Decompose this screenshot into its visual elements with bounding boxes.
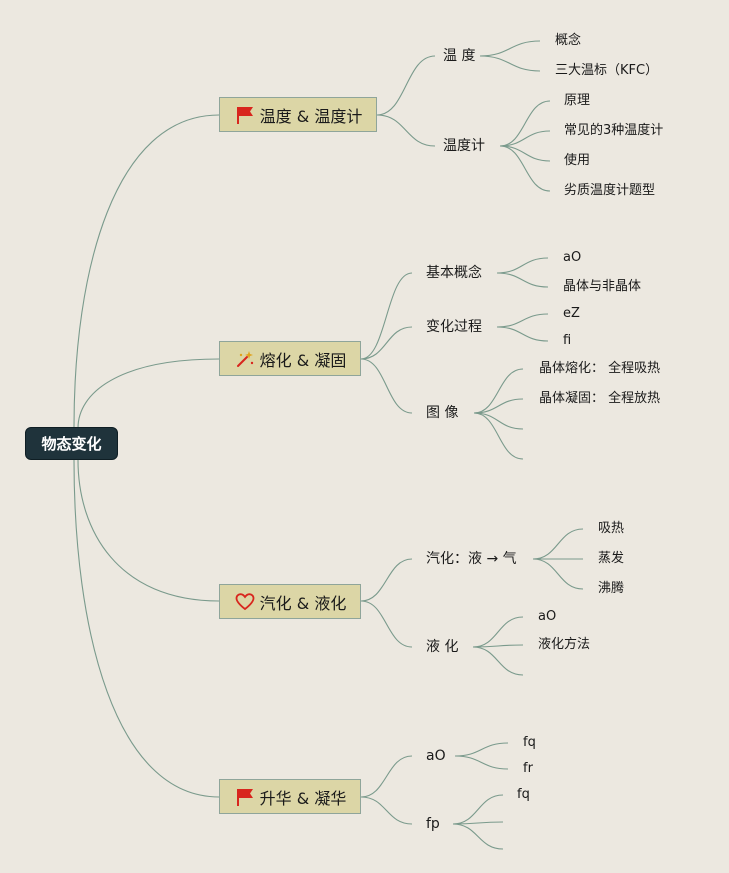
node-basic-concept[interactable]: 基本概念 bbox=[426, 265, 482, 281]
node-ao[interactable]: aO bbox=[426, 748, 446, 764]
connector-line bbox=[472, 616, 524, 648]
connector-line bbox=[473, 368, 524, 414]
connector-line bbox=[360, 558, 413, 602]
leaf-fi[interactable]: fi bbox=[563, 333, 572, 348]
leaf-concept[interactable]: 概念 bbox=[555, 33, 582, 48]
connector-line bbox=[360, 600, 413, 648]
branch-temperature[interactable]: 温度 & 温度计 bbox=[219, 97, 377, 132]
leaf-liquefaction-methods[interactable]: 液化方法 bbox=[538, 637, 591, 652]
connector-line bbox=[496, 313, 549, 328]
connector-line bbox=[496, 272, 549, 288]
connector-line bbox=[472, 646, 524, 676]
branch-label: 升华 & 凝华 bbox=[259, 788, 347, 808]
node-liquefaction[interactable]: 液 化 bbox=[426, 639, 459, 655]
node-temperature[interactable]: 温 度 bbox=[443, 48, 476, 64]
leaf-crystal[interactable]: 晶体与非晶体 bbox=[563, 279, 642, 294]
leaf-ao[interactable]: aO bbox=[538, 609, 557, 624]
leaf-temperature-scales[interactable]: 三大温标（KFC） bbox=[555, 63, 659, 78]
leaf-boiling[interactable]: 沸腾 bbox=[598, 581, 625, 596]
connector-line bbox=[452, 794, 504, 825]
connector-line bbox=[479, 55, 541, 72]
leaf-fr[interactable]: fr bbox=[523, 761, 533, 776]
leaf-fq[interactable]: fq bbox=[517, 787, 530, 802]
branch-label: 熔化 & 凝固 bbox=[259, 350, 347, 370]
connector-line bbox=[473, 412, 524, 430]
connector-line bbox=[360, 358, 413, 414]
leaf-crystal-solidifying[interactable]: 晶体凝固： 全程放热 bbox=[539, 391, 661, 406]
root-connector-line bbox=[77, 459, 220, 602]
connector-line bbox=[499, 100, 551, 147]
leaf-ez[interactable]: eZ bbox=[563, 306, 580, 321]
connector-line bbox=[532, 528, 584, 560]
heart-icon bbox=[234, 591, 256, 613]
leaf-fq[interactable]: fq bbox=[523, 735, 536, 750]
connector-line bbox=[360, 326, 413, 360]
root-connector-line bbox=[73, 459, 220, 798]
leaf-absorb-heat[interactable]: 吸热 bbox=[598, 521, 625, 536]
branch-vaporization[interactable]: 汽化 & 液化 bbox=[219, 584, 361, 619]
red-flag-icon bbox=[234, 104, 256, 126]
root-connector-line bbox=[77, 358, 220, 429]
leaf-usage[interactable]: 使用 bbox=[564, 153, 591, 168]
connector-line bbox=[452, 823, 504, 850]
connector-line bbox=[360, 755, 413, 798]
connector-line bbox=[496, 257, 549, 274]
connector-line bbox=[360, 796, 413, 825]
connector-line bbox=[532, 558, 584, 590]
connector-line bbox=[496, 326, 549, 342]
root-label: 物态变化 bbox=[41, 435, 102, 453]
node-graph[interactable]: 图 像 bbox=[426, 405, 459, 421]
leaf-ao[interactable]: aO bbox=[563, 250, 582, 265]
leaf-principle[interactable]: 原理 bbox=[564, 93, 591, 108]
node-fp[interactable]: fp bbox=[426, 816, 440, 832]
connector-line bbox=[499, 145, 551, 192]
connector-line bbox=[454, 755, 509, 770]
connector-line bbox=[499, 145, 551, 162]
node-thermometer[interactable]: 温度计 bbox=[443, 138, 485, 154]
connector-line bbox=[499, 130, 551, 147]
connector-line bbox=[472, 644, 524, 648]
branch-sublimation[interactable]: 升华 & 凝华 bbox=[219, 779, 361, 814]
leaf-faulty-thermometer[interactable]: 劣质温度计题型 bbox=[564, 183, 656, 198]
branch-label: 温度 & 温度计 bbox=[259, 106, 363, 126]
connector-line bbox=[376, 114, 436, 147]
magic-wand-icon bbox=[234, 348, 256, 370]
connector-line bbox=[473, 412, 524, 460]
connector-line bbox=[454, 742, 509, 757]
leaf-crystal-melting[interactable]: 晶体熔化： 全程吸热 bbox=[539, 361, 661, 376]
branch-melting[interactable]: 熔化 & 凝固 bbox=[219, 341, 361, 376]
node-vaporization[interactable]: 汽化：液 → 气 bbox=[426, 551, 517, 567]
root-node[interactable]: 物态变化 bbox=[25, 427, 118, 460]
root-connector-line bbox=[73, 114, 220, 428]
connector-line bbox=[473, 398, 524, 414]
leaf-three-thermometers[interactable]: 常见的3种温度计 bbox=[564, 123, 664, 138]
branch-label: 汽化 & 液化 bbox=[259, 593, 347, 613]
red-flag-icon bbox=[234, 786, 256, 808]
node-process[interactable]: 变化过程 bbox=[426, 319, 482, 335]
connector-line bbox=[376, 55, 436, 116]
connector-line bbox=[360, 272, 413, 360]
connector-line bbox=[479, 40, 541, 57]
leaf-evaporation[interactable]: 蒸发 bbox=[598, 551, 625, 566]
